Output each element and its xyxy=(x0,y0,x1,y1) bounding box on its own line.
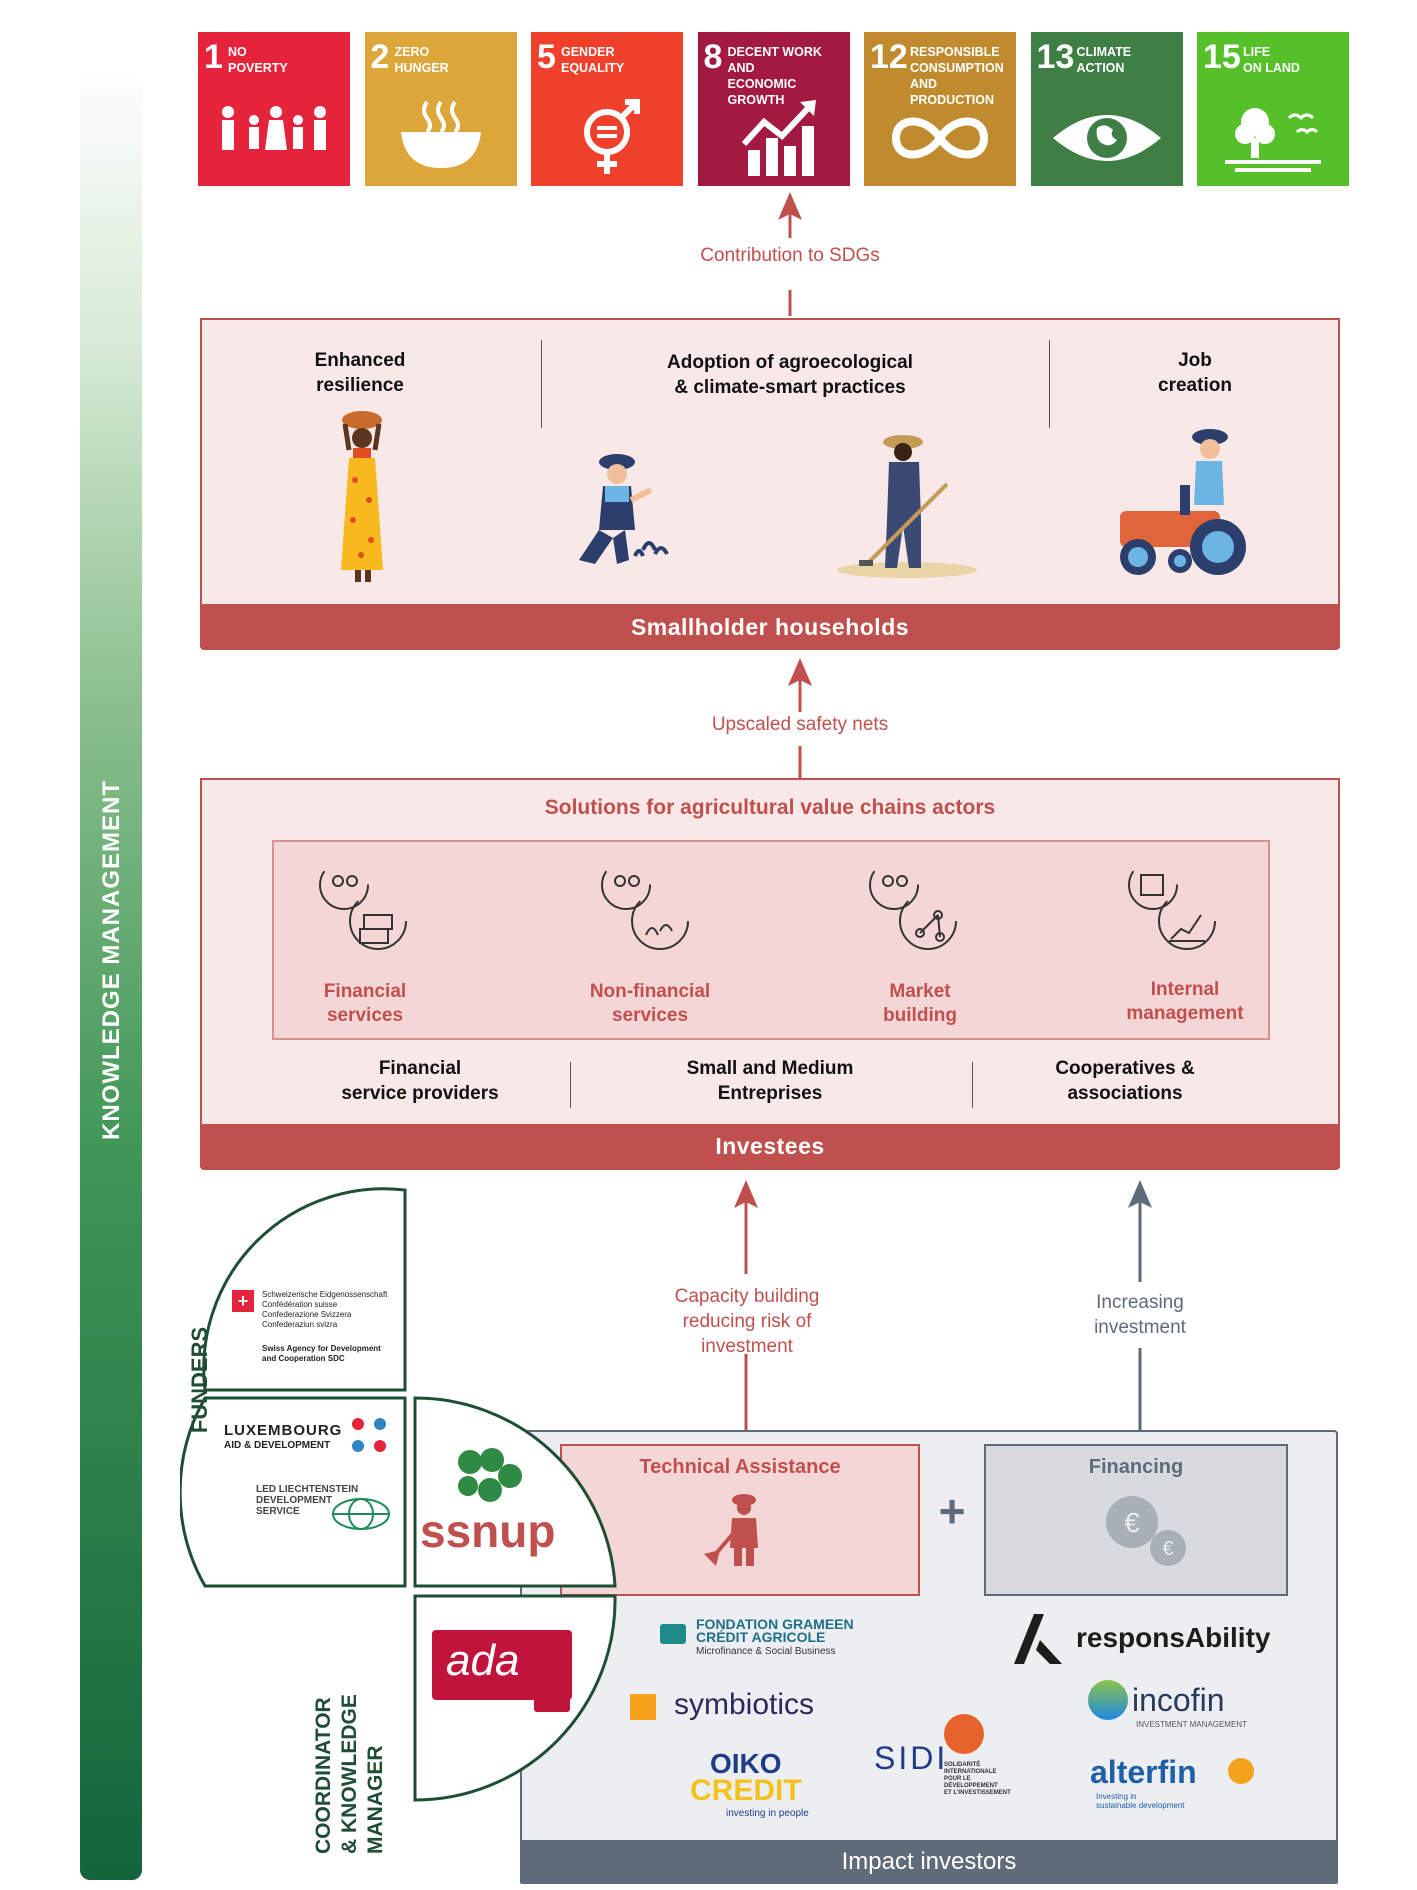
divider xyxy=(570,1062,571,1108)
capacity-building-label: Capacity building reducing risk of inves… xyxy=(674,1286,820,1357)
ssnup-logo-text: ssnup xyxy=(420,1505,556,1557)
woman-carrying-basket-icon xyxy=(341,411,383,582)
divider xyxy=(541,340,542,428)
non-financial-services-label: Non-financial services xyxy=(589,981,711,1026)
financing-label: Financing xyxy=(1088,1456,1184,1478)
sdg-number: 13 xyxy=(1036,38,1075,76)
cooperatives-label: Cooperatives & associations xyxy=(1055,1058,1195,1104)
knowledge-management-bar xyxy=(80,60,142,1880)
sdg-number: 8 xyxy=(703,38,723,76)
investees-band: Investees xyxy=(200,1124,1340,1170)
farmer-on-tractor-icon xyxy=(1120,429,1246,575)
sdg-label: NO POVERTY xyxy=(228,45,288,75)
sdg-number: 1 xyxy=(204,38,223,76)
incofin-mark-icon xyxy=(1088,1680,1128,1720)
farmer-hoeing-icon xyxy=(837,435,977,578)
sdg-label: GENDER EQUALITY xyxy=(561,45,625,75)
eye-globe-icon xyxy=(1052,115,1161,161)
svg-text:€: € xyxy=(1162,1538,1173,1560)
plus-sign: + xyxy=(938,1485,966,1537)
sme-label: Small and Medium Entreprises xyxy=(686,1058,854,1104)
financial-services-label: Financial services xyxy=(323,981,407,1026)
increasing-investment-arrow xyxy=(1128,1180,1152,1442)
ada-logo-tail-icon xyxy=(534,1692,570,1712)
safety-nets-label: Upscaled safety nets xyxy=(711,714,889,735)
infinity-icon xyxy=(891,117,989,159)
incofin-logo: incofin INVESTMENT MANAGEMENT xyxy=(1088,1680,1288,1740)
alterfin-logo: alterfin Investing in sustainable develo… xyxy=(1090,1754,1290,1814)
sdg-label: CLIMATE ACTION xyxy=(1076,45,1132,75)
symbiotics-logo: symbiotics xyxy=(630,1688,890,1728)
job-creation-heading: Job creation xyxy=(1158,350,1232,396)
sdg-label: ZERO HUNGER xyxy=(394,45,449,75)
knowledge-management-label: KNOWLEDGE MANAGEMENT xyxy=(98,780,125,1140)
alterfin-globe-icon xyxy=(1228,1758,1254,1784)
funders-label: FUNDERS xyxy=(187,1326,212,1434)
luxembourg-flower-icon xyxy=(352,1418,386,1452)
led-logo: LED LIECHTENSTEIN DEVELOPMENT SERVICE xyxy=(256,1484,359,1517)
smallholder-households-band: Smallholder households xyxy=(200,604,1340,650)
swiss-confederation-line: Confederazione Svizzera xyxy=(262,1310,352,1319)
market-building-icon xyxy=(869,860,957,950)
sdg-number: 2 xyxy=(370,38,390,76)
divider xyxy=(972,1062,973,1108)
sdg-label: RESPONSIBLE CONSUMPTION AND PRODUCTION xyxy=(910,45,1004,107)
agroecology-heading: Adoption of agroecological & climate-sma… xyxy=(667,352,913,398)
bowl-icon xyxy=(400,100,481,168)
responsability-mark-icon xyxy=(1014,1614,1062,1664)
increasing-investment-label: Increasing investment xyxy=(1094,1292,1186,1338)
ssnup-mark-icon xyxy=(458,1448,522,1502)
internal-management-icon xyxy=(1128,860,1216,950)
responsability-logo: responsAbility xyxy=(1010,1610,1310,1666)
resilience-heading: Enhanced resilience xyxy=(314,350,406,396)
sdg-label: LIFE ON LAND xyxy=(1243,45,1300,75)
swiss-confederation-line: Confédération suisse xyxy=(262,1300,338,1309)
sdg-number: 5 xyxy=(537,38,556,76)
contribution-label: Contribution to SDGs xyxy=(700,245,880,266)
non-financial-services-icon xyxy=(601,860,689,950)
safety-nets-arrow xyxy=(788,658,812,778)
growth-chart-icon xyxy=(741,100,816,176)
family-icon xyxy=(222,106,326,150)
contribution-arrow xyxy=(778,192,802,316)
tree-birds-icon xyxy=(1225,108,1321,172)
swiss-cross-icon: + xyxy=(232,1290,254,1312)
financial-service-providers-label: Financial service providers xyxy=(341,1058,499,1104)
euro-coins-icon: € € xyxy=(1106,1496,1186,1566)
sdg-number: 15 xyxy=(1203,38,1241,76)
sidi-logo: SIDI SOLIDARITÉ INTERNATIONALE POUR LE D… xyxy=(874,1710,1024,1810)
swiss-confederation-line: Confederaziun svizra xyxy=(262,1320,338,1329)
market-building-label: Market building xyxy=(883,981,957,1026)
coordinator-label-wrap: COORDINATOR & KNOWLEDGE MANAGER xyxy=(290,1664,410,1854)
led-globe-icon xyxy=(332,1498,390,1530)
oikocredit-logo: OIKO CREDIT investing in people xyxy=(690,1748,809,1819)
solutions-title: Solutions for agricultural value chains … xyxy=(544,796,996,819)
sdg-label: DECENT WORK AND ECONOMIC GROWTH xyxy=(727,45,822,107)
gender-icon xyxy=(584,99,640,174)
divider xyxy=(1049,340,1050,428)
sidi-globe-icon xyxy=(944,1714,984,1754)
coordinator-label: COORDINATOR & KNOWLEDGE MANAGER xyxy=(312,1694,387,1854)
impact-investors-band: Impact investors xyxy=(520,1840,1338,1884)
swiss-confederation-line: Schweizerische Eidgenossenschaft xyxy=(262,1290,388,1299)
farmer-planting-icon xyxy=(579,454,669,564)
sdg-number: 12 xyxy=(870,38,908,76)
svg-text:€: € xyxy=(1124,1507,1140,1538)
worker-shovel-icon xyxy=(704,1494,758,1566)
technical-assistance-label: Technical Assistance xyxy=(639,1456,841,1478)
symbiotics-mark-icon xyxy=(630,1694,656,1720)
solutions-box xyxy=(272,840,1270,1040)
financial-services-icon xyxy=(319,860,407,950)
ada-logo: ada xyxy=(432,1630,572,1700)
internal-management-label: Internal management xyxy=(1126,979,1244,1024)
